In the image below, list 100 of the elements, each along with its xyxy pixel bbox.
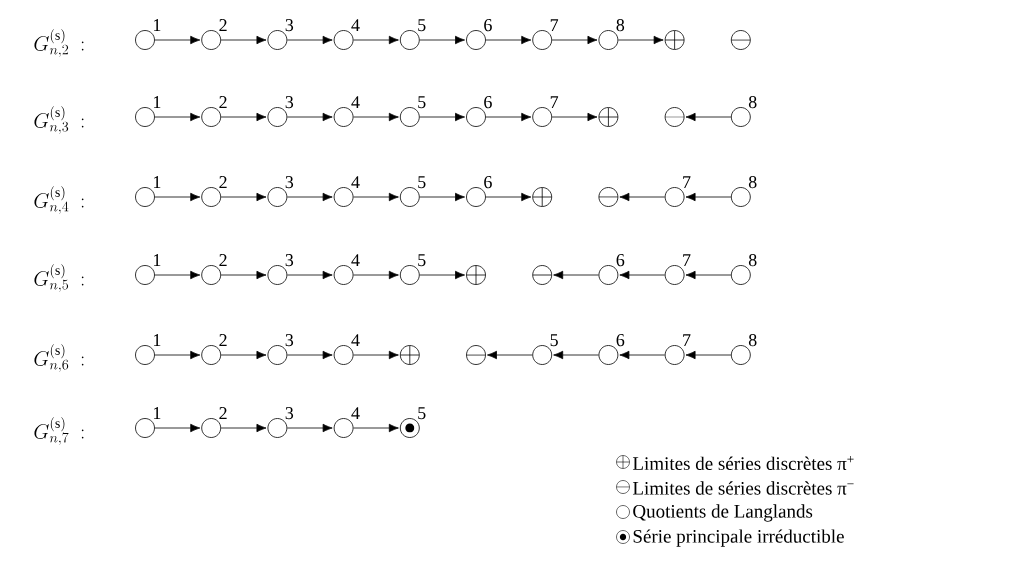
node-number: 6	[484, 19, 492, 32]
arrow	[286, 270, 333, 280]
row-label: $G^{(\mathrm{s})}_{n,3}\ :$	[34, 105, 84, 134]
node-number: 3	[285, 254, 294, 267]
node-number: 4	[351, 176, 360, 188]
arrow	[419, 35, 465, 45]
arrow	[220, 112, 267, 122]
row-label: $G^{(\mathrm{s})}_{n,4}\ :$	[34, 185, 84, 214]
plus-circle-node	[598, 107, 619, 127]
arrow	[485, 35, 532, 45]
node-number: 8	[616, 19, 625, 32]
plus-circle-node	[466, 265, 486, 285]
node-number: 4	[351, 19, 360, 31]
minus-circle-node	[532, 265, 553, 285]
arrow	[154, 270, 201, 280]
plus-circle-node	[532, 187, 553, 207]
node-number: 6	[484, 176, 492, 189]
arrow	[353, 35, 399, 45]
arrow	[353, 270, 399, 280]
arrow	[220, 35, 267, 45]
row-label: $G^{(\mathrm{s})}_{n,5}\ :$	[34, 263, 84, 292]
arrow	[619, 270, 666, 280]
row-label: $G^{(\mathrm{s})}_{n,6}\ :$	[34, 343, 84, 372]
arrow	[154, 423, 201, 433]
arrow	[617, 35, 664, 45]
arrow	[553, 350, 599, 360]
node-number: 6	[484, 96, 492, 109]
node-number: 8	[748, 334, 757, 347]
arrow	[353, 192, 399, 202]
node-number: 2	[219, 334, 227, 346]
node-number: 1	[154, 407, 161, 419]
node-number: 6	[616, 254, 625, 267]
arrow	[353, 350, 399, 360]
node-number: 5	[418, 19, 426, 32]
node-number: 7	[550, 96, 559, 108]
arrow	[419, 192, 465, 202]
arrow	[619, 350, 666, 360]
arrow	[685, 270, 732, 280]
minus-circle-node	[466, 345, 486, 365]
node-number: 8	[748, 254, 757, 267]
node-number: 4	[351, 407, 360, 419]
arrow	[220, 423, 267, 433]
legend-text: Quotients de Langlands	[633, 504, 813, 522]
arrow	[286, 192, 333, 202]
arrow	[419, 112, 465, 122]
arrow	[551, 112, 598, 122]
arrow	[353, 423, 399, 433]
node-number: 1	[154, 254, 161, 266]
arrow	[553, 270, 599, 280]
arrow	[154, 112, 201, 122]
arrow	[685, 350, 732, 360]
node-number: 3	[285, 19, 294, 32]
node-number: 8	[748, 96, 757, 109]
arrow	[220, 270, 267, 280]
arrow	[154, 192, 201, 202]
plus-circle-node	[664, 30, 685, 50]
arrow	[619, 192, 666, 202]
node-number: 7	[550, 19, 559, 31]
node-number: 7	[683, 254, 691, 266]
arrow	[220, 192, 267, 202]
node-number: 2	[219, 176, 227, 188]
node-number: 7	[683, 176, 691, 188]
legend-text: Limites de séries discrètes π$^{+}$	[632, 456, 854, 470]
legend-text: Série principale irréductible	[633, 529, 844, 547]
node-number: 3	[285, 96, 294, 109]
minus-circle-node	[598, 187, 619, 207]
node-number: 4	[351, 334, 360, 346]
node-number: 6	[616, 334, 625, 347]
node-number: 4	[351, 96, 360, 108]
arrow	[220, 350, 267, 360]
node-number: 1	[154, 19, 161, 31]
node-number: 1	[154, 96, 161, 108]
arrow	[485, 192, 532, 202]
arrow	[286, 423, 333, 433]
plus-circle-node	[399, 345, 420, 365]
node-number: 3	[285, 407, 294, 420]
row-label: $G^{(\mathrm{s})}_{n,7}\ :$	[34, 417, 84, 445]
arrow	[419, 270, 465, 280]
arrow	[487, 350, 533, 360]
arrow	[154, 35, 201, 45]
minus-circle-node	[730, 30, 751, 50]
arrow	[685, 192, 732, 202]
node-number: 7	[683, 334, 691, 346]
node-number: 1	[154, 334, 161, 346]
node-number: 1	[154, 176, 161, 188]
node-number: 4	[351, 254, 360, 266]
arrow	[685, 112, 732, 122]
minus-circle-node	[664, 107, 685, 127]
arrow	[485, 112, 532, 122]
node-number: 2	[219, 407, 227, 419]
node-number: 3	[285, 176, 294, 189]
arrow	[286, 112, 333, 122]
arrow	[353, 112, 399, 122]
node-number: 2	[219, 19, 227, 31]
node-number: 2	[219, 96, 227, 108]
node-number: 5	[550, 334, 558, 347]
node-number: 5	[418, 407, 426, 420]
node-number: 5	[418, 176, 426, 189]
legend-text: Limites de séries discrètes π$^{−}$	[632, 481, 854, 495]
node-number: 5	[418, 254, 426, 267]
